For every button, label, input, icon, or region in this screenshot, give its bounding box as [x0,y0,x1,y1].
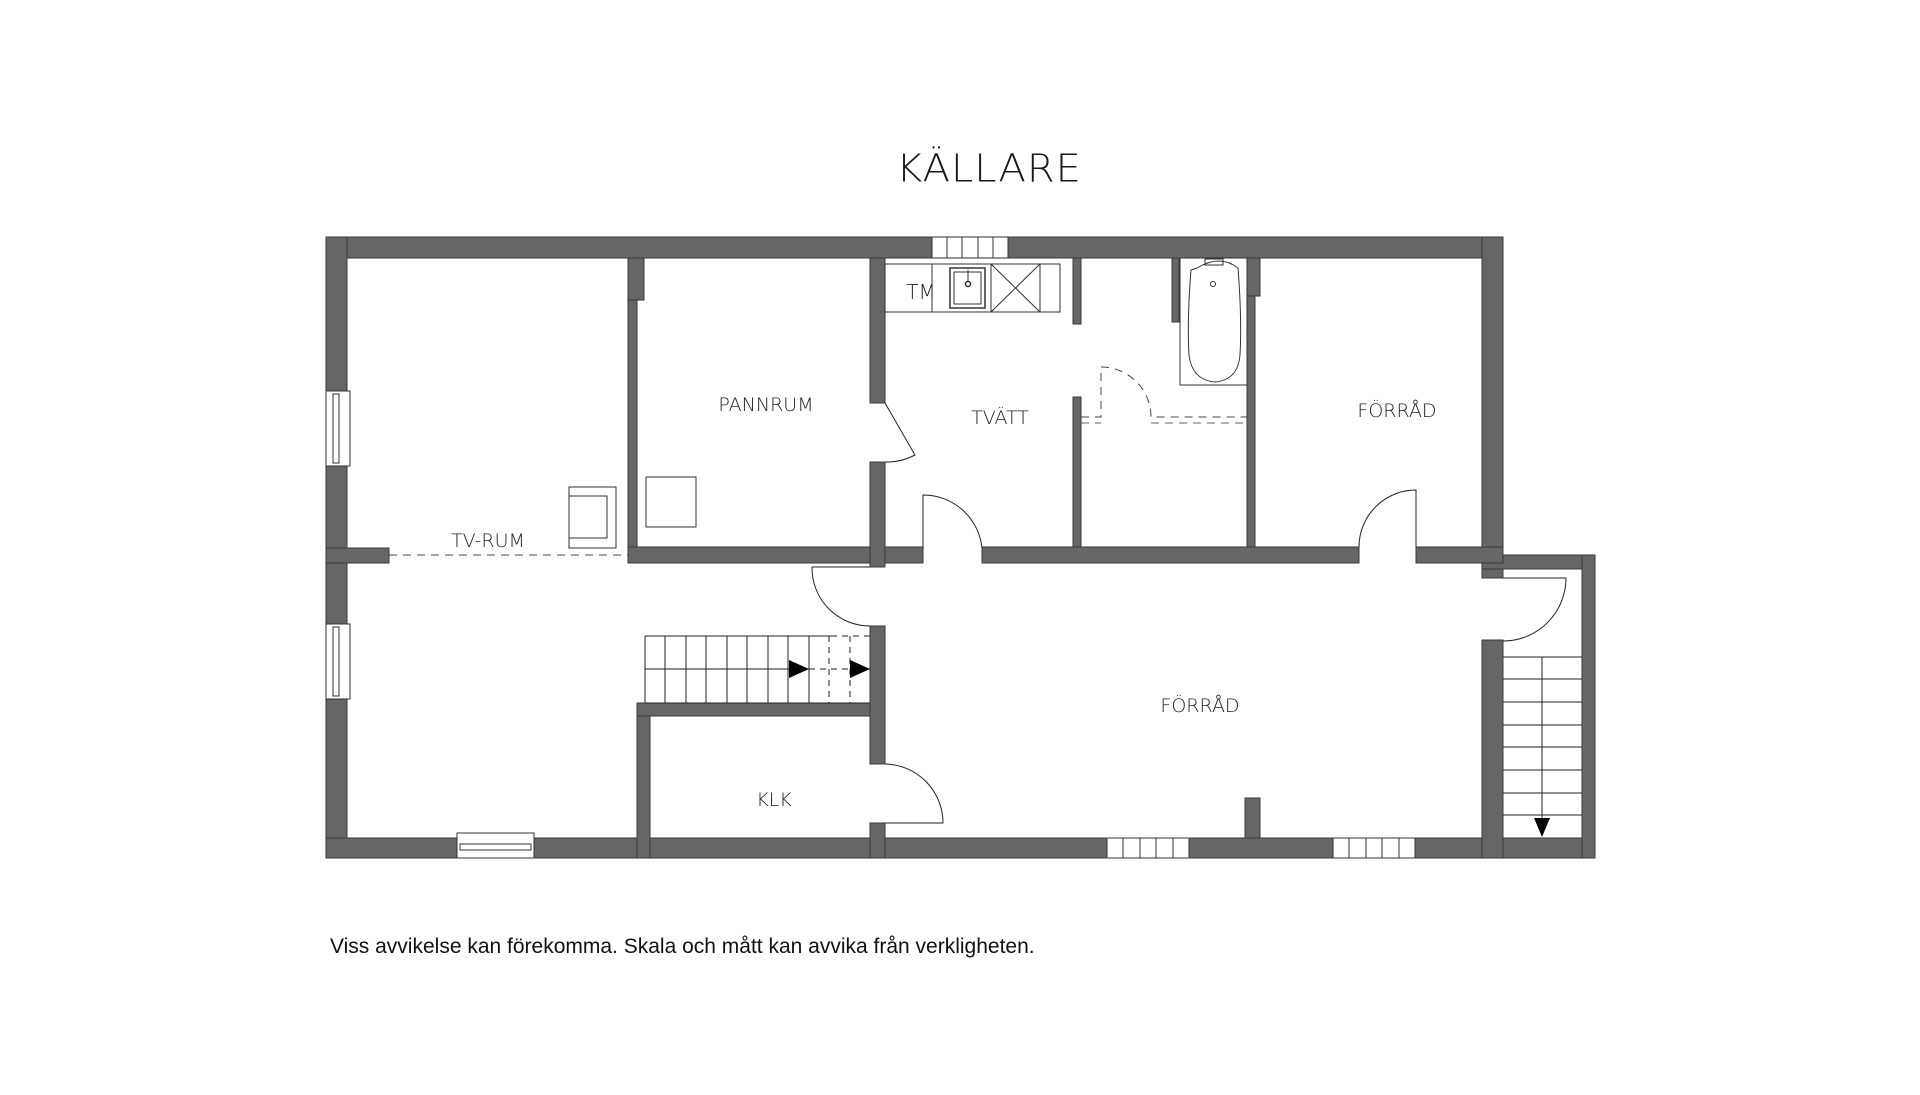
door-klk [884,763,944,824]
main-staircase [644,635,870,704]
doors [811,402,1567,824]
door-annex [1502,577,1567,642]
room-label-forrad-lower: FÖRRÅD [1160,695,1240,717]
door-hall [811,566,871,627]
room-label-pannrum: PANNRUM [718,394,814,416]
window-top [931,236,1009,259]
window-bottom-2 [1106,837,1190,859]
door-forrad [1358,489,1417,548]
annex-staircase [1503,656,1582,837]
room-label-forrad-upper: FÖRRÅD [1357,400,1437,422]
arrow-icon [789,660,809,678]
arrow-icon [1534,818,1550,837]
window-bottom-3 [1332,837,1416,859]
room-label-tm: TM [906,280,936,304]
counter [884,263,1061,313]
arrow-icon [850,660,870,678]
door-tvatt [922,494,983,549]
disclaimer-text: Viss avvikelse kan förekomma. Skala och … [330,935,1035,958]
window-left-1 [325,390,351,467]
door-pannrum [884,402,916,463]
window-bottom-1 [456,832,535,859]
window-left-2 [325,623,351,700]
room-label-klk: KLK [756,789,792,811]
room-label-tv-rum: TV-RUM [451,530,525,552]
dashed-lines [389,366,1247,556]
room-label-tvatt: TVÄTT [971,407,1029,429]
armchair-icon [568,486,617,549]
floor-title: KÄLLARE [896,147,1082,191]
windows [325,236,1416,859]
sink-icon [949,267,986,309]
bathtub-icon [1179,257,1248,386]
boiler-icon [645,476,697,528]
